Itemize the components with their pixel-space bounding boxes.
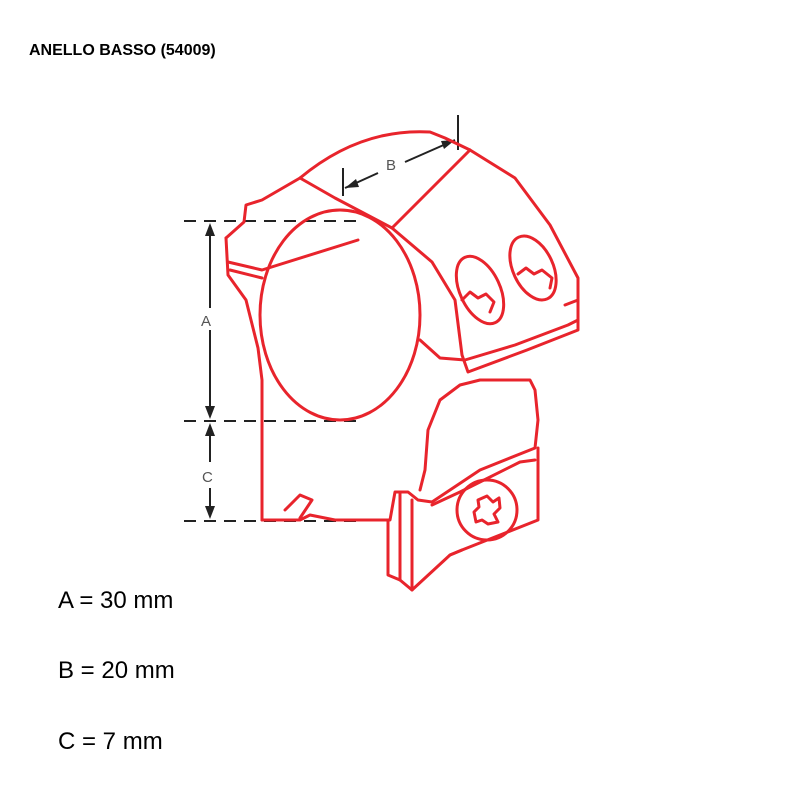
- label-a: A: [201, 313, 211, 330]
- dimension-lines: [184, 115, 459, 522]
- label-c: C: [202, 469, 213, 486]
- dimension-a-text: A = 30 mm: [58, 587, 174, 614]
- dimension-c-text: C = 7 mm: [58, 728, 163, 755]
- dimension-arrows: [205, 140, 455, 519]
- page-title: ANELLO BASSO (54009): [29, 42, 216, 59]
- ring-outline: [224, 130, 580, 592]
- dimension-b-text: B = 20 mm: [58, 657, 175, 684]
- label-b: B: [386, 157, 396, 174]
